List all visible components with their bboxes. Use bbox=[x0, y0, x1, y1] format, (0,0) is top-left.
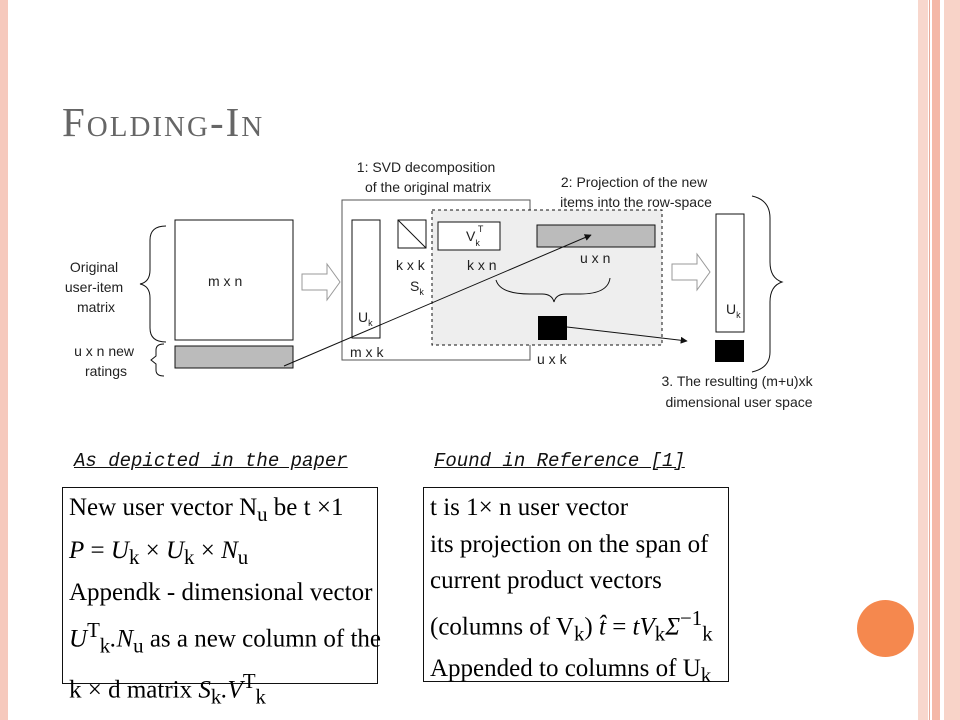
projected-block bbox=[538, 316, 567, 340]
result-uk-label: Uk bbox=[726, 301, 741, 320]
left-formula-line-2: P = Uk × Uk × Nu bbox=[69, 536, 249, 569]
left-caption: As depicted in the paper bbox=[74, 450, 348, 472]
right-frame-stripe-outer bbox=[944, 0, 960, 720]
kk-label: k x k bbox=[396, 257, 426, 273]
projection-brace bbox=[495, 277, 611, 303]
step2-label: 2: Projection of the new items into the … bbox=[560, 174, 712, 210]
right-frame-stripe bbox=[918, 0, 928, 720]
right-frame-line bbox=[929, 0, 930, 720]
step1-label: 1: SVD decomposition of the original mat… bbox=[357, 159, 499, 195]
hollow-arrow-to-svd bbox=[301, 262, 341, 302]
right-formula-line-4: (columns of Vk) t̂ = tVkΣ−1k bbox=[430, 605, 713, 645]
new-ratings-label: u x n new ratings bbox=[74, 343, 138, 379]
uk-matrix bbox=[351, 219, 381, 339]
right-frame-stripe-dark bbox=[932, 0, 940, 720]
right-formula-line-5: Appended to columns of Uk bbox=[430, 655, 712, 688]
hollow-arrow-to-result bbox=[671, 252, 711, 292]
un-label: u x n bbox=[580, 250, 610, 266]
result-brace bbox=[751, 195, 784, 373]
sk-label: Sk bbox=[410, 278, 424, 297]
result-new-rows bbox=[715, 340, 744, 362]
left-formula-line-4: UTk.Nu as a new column of the bbox=[69, 617, 382, 657]
original-matrix-label: Original user-item matrix bbox=[65, 259, 127, 315]
vk-matrix bbox=[437, 221, 501, 251]
step3-label: 3. The resulting (m+u)xk dimensional use… bbox=[662, 373, 817, 410]
left-formula-line-1: New user vector Nu be t ×1 bbox=[69, 494, 344, 526]
mk-label: m x k bbox=[350, 344, 384, 360]
new-ratings-brace bbox=[150, 343, 165, 377]
original-matrix-dim: m x n bbox=[208, 273, 242, 289]
kn-label: k x n bbox=[467, 257, 497, 273]
right-formula-box: t is 1× n user vector its projection on … bbox=[423, 487, 729, 687]
original-matrix-brace bbox=[139, 225, 167, 343]
left-formula-line-5: k × d matrix Sk.VTk bbox=[69, 669, 266, 709]
right-formula-line-2: its projection on the span of bbox=[430, 530, 709, 558]
left-formula-line-3: Appendk - dimensional vector bbox=[69, 579, 373, 606]
result-uk-matrix bbox=[715, 213, 745, 333]
right-formula-line-3: current product vectors bbox=[430, 567, 662, 594]
slide-title: Folding-In bbox=[62, 99, 265, 145]
ratings-to-projection-arrow bbox=[283, 234, 592, 367]
uk-label: Uk bbox=[358, 309, 373, 328]
right-formula-line-1: t is 1× n user vector bbox=[430, 494, 629, 521]
new-items-matrix bbox=[536, 224, 656, 248]
projection-to-result-arrow bbox=[566, 326, 688, 344]
left-frame-stripe bbox=[0, 0, 8, 720]
original-matrix bbox=[174, 219, 294, 341]
sk-diagonal bbox=[397, 219, 427, 249]
uxk-label: u x k bbox=[537, 351, 568, 367]
right-caption: Found in Reference [1] bbox=[434, 450, 685, 472]
vk-label: VkT bbox=[466, 224, 484, 248]
orange-circle-decoration bbox=[857, 600, 914, 657]
left-formula-box: New user vector Nu be t ×1 P = Uk × Uk ×… bbox=[62, 487, 382, 709]
new-ratings-matrix bbox=[174, 345, 294, 369]
